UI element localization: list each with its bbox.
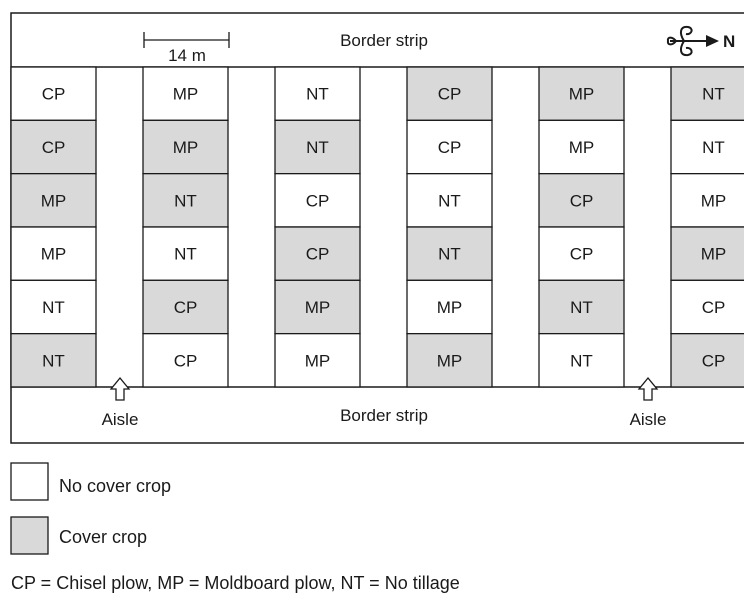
plot-cell xyxy=(274,279,361,335)
plot-label: CP xyxy=(438,85,462,104)
plot-cell xyxy=(670,279,744,335)
plot-label: CP xyxy=(42,85,66,104)
plot-grid: CP CP MP MP NT NT MP MP NT NT CP CP NT NT CP CP MP MP CP CP… xyxy=(10,66,744,388)
scale-bar xyxy=(143,32,230,48)
plot-label: CP xyxy=(570,245,594,264)
aisle-arrow-icon-left xyxy=(109,376,131,401)
plot-label: CP xyxy=(702,351,726,370)
legend-swatch-cover xyxy=(10,516,49,555)
plot-label: MP xyxy=(569,85,595,104)
plot-cell xyxy=(406,66,493,121)
plot-label: MP xyxy=(701,191,727,210)
plot-label: NT xyxy=(570,351,593,370)
plot-cell xyxy=(142,332,229,388)
plot-label: NT xyxy=(174,191,197,210)
plot-cell xyxy=(670,332,744,388)
plot-label: MP xyxy=(173,138,199,157)
plot-label: NT xyxy=(42,351,65,370)
plot-cell xyxy=(142,279,229,335)
plot-label: MP xyxy=(305,351,331,370)
plot-cell xyxy=(142,226,229,281)
plot-cell xyxy=(274,66,361,121)
plot-cell xyxy=(274,119,361,175)
plot-label: CP xyxy=(702,298,726,317)
plot-label: CP xyxy=(306,245,330,264)
legend-swatch-no-cover xyxy=(10,462,49,501)
plot-label: MP xyxy=(305,298,331,317)
plot-label: CP xyxy=(438,138,462,157)
plot-label: CP xyxy=(306,191,330,210)
plot-cell xyxy=(142,119,229,175)
border-strip-bottom-label: Border strip xyxy=(340,406,428,425)
plot-label: MP xyxy=(569,138,595,157)
plot-cell xyxy=(670,173,744,228)
plot-label: CP xyxy=(174,298,198,317)
plot-cell xyxy=(406,332,493,388)
plot-cell xyxy=(406,279,493,335)
aisle-arrow-icon-right xyxy=(637,376,659,401)
scale-label: 14 m xyxy=(168,46,206,65)
legend-cover-label: Cover crop xyxy=(59,527,147,547)
plot-label: NT xyxy=(42,298,65,317)
plot-cell xyxy=(10,226,97,281)
plot-label: MP xyxy=(173,85,199,104)
plot-label: MP xyxy=(701,245,727,264)
plot-label: MP xyxy=(41,245,67,264)
plot-cell xyxy=(538,226,625,281)
plot-cell xyxy=(274,173,361,228)
plot-cell xyxy=(10,173,97,228)
plot-label: NT xyxy=(306,85,329,104)
border-strip-top-label: Border strip xyxy=(340,31,428,50)
plot-label: MP xyxy=(437,351,463,370)
plot-label: CP xyxy=(570,191,594,210)
plot-cell xyxy=(274,226,361,281)
plot-label: CP xyxy=(42,138,66,157)
plot-cell xyxy=(142,66,229,121)
plot-cell xyxy=(670,226,744,281)
plot-cell xyxy=(406,173,493,228)
north-arrow-icon xyxy=(666,25,719,57)
plot-label: NT xyxy=(702,85,725,104)
plot-label: NT xyxy=(306,138,329,157)
plot-cell xyxy=(538,332,625,388)
aisle-label-right: Aisle xyxy=(630,410,667,429)
plot-cell xyxy=(274,332,361,388)
plot-label: NT xyxy=(174,245,197,264)
plot-cell xyxy=(10,119,97,175)
plot-cell xyxy=(10,279,97,335)
plot-label: NT xyxy=(438,191,461,210)
plot-cell xyxy=(538,173,625,228)
plot-label: CP xyxy=(174,351,198,370)
plot-label: NT xyxy=(702,138,725,157)
plot-label: MP xyxy=(437,298,463,317)
legend: No cover crop Cover crop CP = Chisel plo… xyxy=(10,462,460,593)
north-label: N xyxy=(723,32,735,51)
aisle-label-left: Aisle xyxy=(102,410,139,429)
abbreviation-key: CP = Chisel plow, MP = Moldboard plow, N… xyxy=(11,573,460,593)
legend-no-cover-label: No cover crop xyxy=(59,476,171,496)
plot-label: MP xyxy=(41,191,67,210)
plot-cell xyxy=(10,332,97,388)
plot-label: NT xyxy=(438,245,461,264)
plot-label: NT xyxy=(570,298,593,317)
